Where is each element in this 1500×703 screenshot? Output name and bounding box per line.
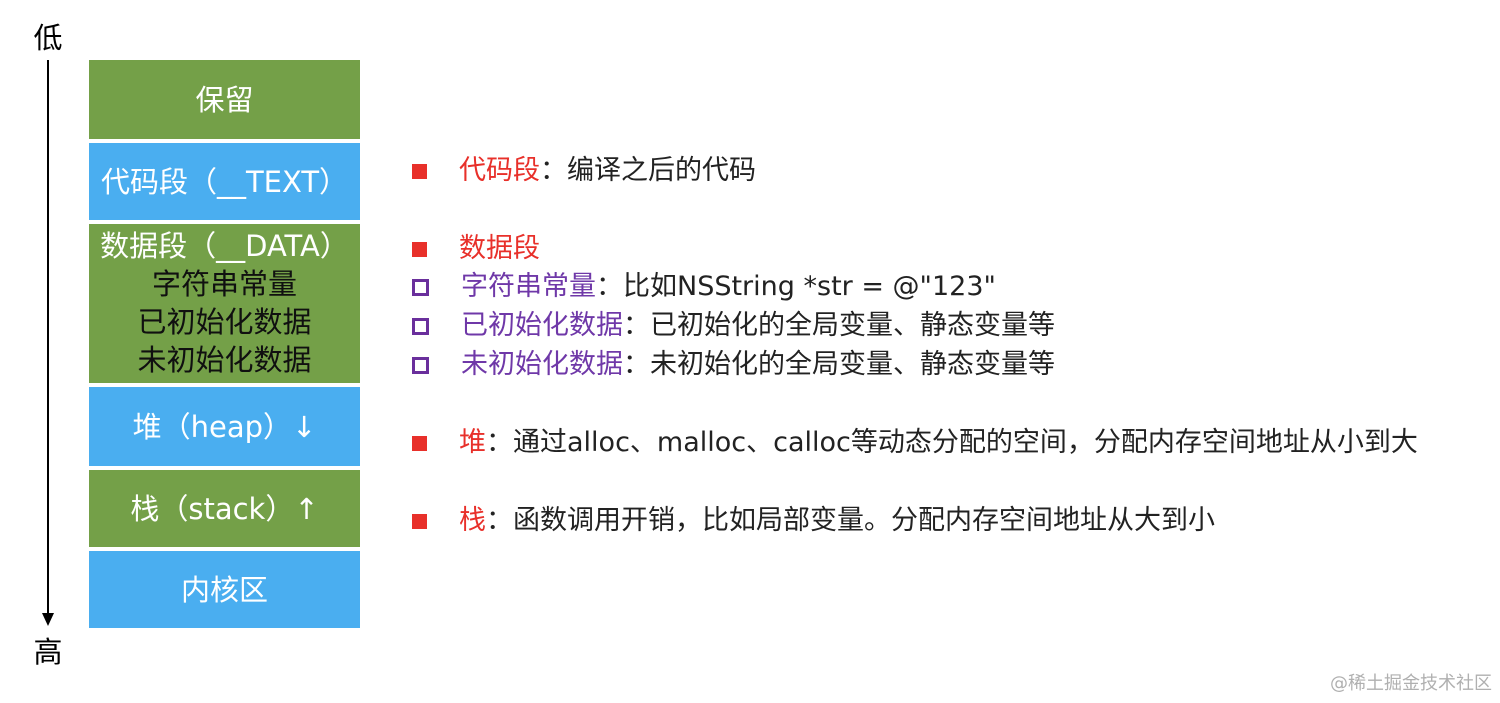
watermark: @稀土掘金技术社区: [1330, 673, 1492, 694]
legend-item-heap: 堆 ：通过alloc、malloc、calloc等动态分配的空间，分配内存空间地…: [412, 426, 1418, 460]
legend-term: 栈: [459, 505, 486, 536]
axis-low-label: 低: [33, 21, 63, 55]
legend-term: 数据段: [459, 233, 540, 264]
legend-term: 代码段: [459, 155, 540, 186]
segment-data-sub-item: 已初始化数据: [137, 305, 312, 339]
legend-desc: ：通过alloc、malloc、calloc等动态分配的空间，分配内存空间地址从…: [486, 427, 1418, 458]
legend-term: 未初始化数据: [461, 349, 623, 380]
legend-desc: ：函数调用开销，比如局部变量。分配内存空间地址从大到小: [486, 505, 1215, 536]
segment-reserved: 保留: [89, 60, 360, 139]
segment-data-label: 数据段（__DATA）: [100, 229, 349, 263]
legend-item-uninitialized: 未初始化数据 ：未初始化的全局变量、静态变量等: [412, 348, 1055, 382]
segment-stack: 栈（stack）↑: [89, 470, 360, 547]
legend-desc: ：比如NSString *str = @"123": [596, 271, 996, 302]
axis-arrow-down-icon: [42, 613, 54, 626]
legend-item-data: 数据段: [412, 232, 540, 266]
legend-term: 字符串常量: [461, 271, 596, 302]
filled-square-bullet-icon: [412, 241, 427, 257]
segment-data: 数据段（__DATA） 字符串常量 已初始化数据 未初始化数据: [89, 224, 360, 383]
segment-kernel-label: 内核区: [180, 572, 268, 607]
legend-desc: ：编译之后的代码: [540, 155, 756, 186]
segment-reserved-label: 保留: [195, 82, 254, 117]
legend-item-text: 代码段 ：编译之后的代码: [412, 154, 756, 188]
hollow-square-bullet-icon: [412, 278, 429, 296]
segment-text: 代码段（__TEXT）: [89, 143, 360, 220]
legend-item-strings: 字符串常量 ：比如NSString *str = @"123": [412, 270, 996, 304]
hollow-square-bullet-icon: [412, 356, 429, 374]
segment-data-sub-item: 字符串常量: [151, 267, 297, 301]
legend-desc: ：已初始化的全局变量、静态变量等: [623, 310, 1055, 341]
segment-stack-label: 栈（stack）↑: [130, 491, 319, 526]
filled-square-bullet-icon: [412, 513, 427, 529]
segment-text-label: 代码段（__TEXT）: [100, 164, 349, 199]
address-axis-line: [47, 60, 49, 615]
segment-kernel: 内核区: [89, 551, 360, 628]
filled-square-bullet-icon: [412, 435, 427, 451]
legend-item-initialized: 已初始化数据 ：已初始化的全局变量、静态变量等: [412, 309, 1055, 343]
legend-term: 已初始化数据: [461, 310, 623, 341]
hollow-square-bullet-icon: [412, 317, 429, 335]
legend-item-stack: 栈 ：函数调用开销，比如局部变量。分配内存空间地址从大到小: [412, 504, 1215, 538]
legend-desc: ：未初始化的全局变量、静态变量等: [623, 349, 1055, 380]
filled-square-bullet-icon: [412, 163, 427, 179]
legend-term: 堆: [459, 427, 486, 458]
segment-heap: 堆（heap）↓: [89, 387, 360, 466]
segment-heap-label: 堆（heap）↓: [132, 409, 317, 444]
axis-high-label: 高: [33, 635, 63, 669]
segment-data-sub-item: 未初始化数据: [137, 343, 312, 377]
